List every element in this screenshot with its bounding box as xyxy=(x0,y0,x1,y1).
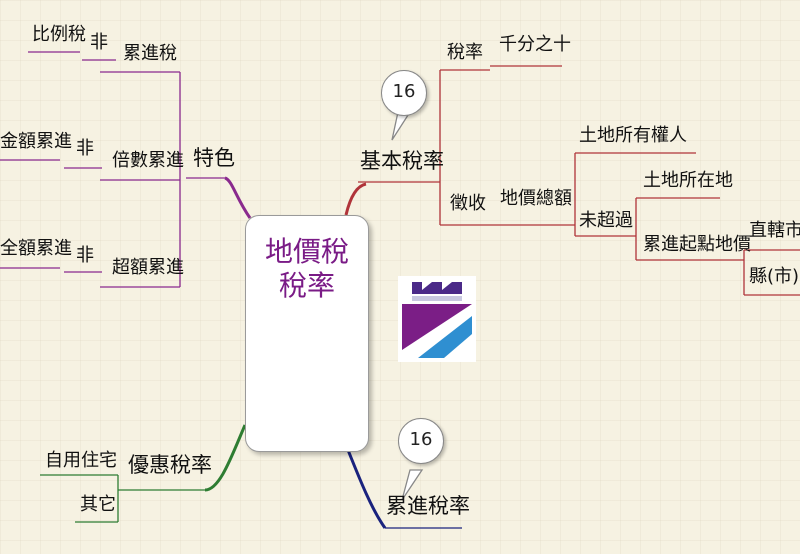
preferential-branch-lines xyxy=(40,424,247,523)
logo-graphic xyxy=(402,280,472,358)
node-features[interactable]: 特色 xyxy=(193,146,235,170)
node-progressive-start-value[interactable]: 累進起點地價 xyxy=(643,234,751,255)
node-land-value-total[interactable]: 地價總額 xyxy=(500,188,572,209)
node-land-location[interactable]: 土地所在地 xyxy=(643,170,733,191)
node-progressive-tax[interactable]: 累進稅 xyxy=(123,43,177,64)
central-topic-node[interactable]: 地價稅 稅率 xyxy=(245,215,369,452)
node-landowner[interactable]: 土地所有權人 xyxy=(579,125,687,146)
features-branch-lines xyxy=(0,51,252,288)
node-basic-rate[interactable]: 基本稅率 xyxy=(360,149,444,173)
central-topic-line-2: 稅率 xyxy=(278,269,335,302)
node-full-amount-progressive-1[interactable]: 金額累進 xyxy=(0,131,72,152)
page-badge-basic-rate: 16 xyxy=(381,70,427,116)
node-preferential-rate[interactable]: 優惠稅率 xyxy=(128,453,212,477)
node-others[interactable]: 其它 xyxy=(80,494,116,515)
badge-tails xyxy=(391,111,424,501)
node-not-exceeding[interactable]: 未超過 xyxy=(579,210,633,231)
node-self-use-residence[interactable]: 自用住宅 xyxy=(45,450,117,471)
node-proportional-tax[interactable]: 比例稅 xyxy=(32,24,86,45)
node-progressive-rate[interactable]: 累進稅率 xyxy=(386,494,470,518)
node-excess-progressive[interactable]: 超額累進 xyxy=(112,257,184,278)
node-full-amount-progressive-2[interactable]: 全額累進 xyxy=(0,238,72,259)
basic-rate-branch-lines xyxy=(344,65,800,296)
node-non-1[interactable]: 非 xyxy=(90,32,108,53)
node-tax-rate[interactable]: 稅率 xyxy=(447,42,483,63)
page-badge-progressive-rate-text: 16 xyxy=(409,429,433,450)
node-levy[interactable]: 徵收 xyxy=(450,193,486,214)
node-non-2[interactable]: 非 xyxy=(76,138,94,159)
node-per-mille-ten[interactable]: 千分之十 xyxy=(499,34,571,55)
node-multiple-progressive[interactable]: 倍數累進 xyxy=(112,150,184,171)
progressive-branch-lines xyxy=(346,449,462,529)
central-topic-line-1: 地價稅 xyxy=(264,235,349,268)
node-non-3[interactable]: 非 xyxy=(76,245,94,266)
node-municipality[interactable]: 直轄市 xyxy=(749,220,800,241)
page-badge-basic-rate-text: 16 xyxy=(392,81,416,102)
publisher-logo xyxy=(398,276,476,362)
node-county-city[interactable]: 縣(市) xyxy=(749,266,800,287)
page-badge-progressive-rate: 16 xyxy=(398,418,444,464)
